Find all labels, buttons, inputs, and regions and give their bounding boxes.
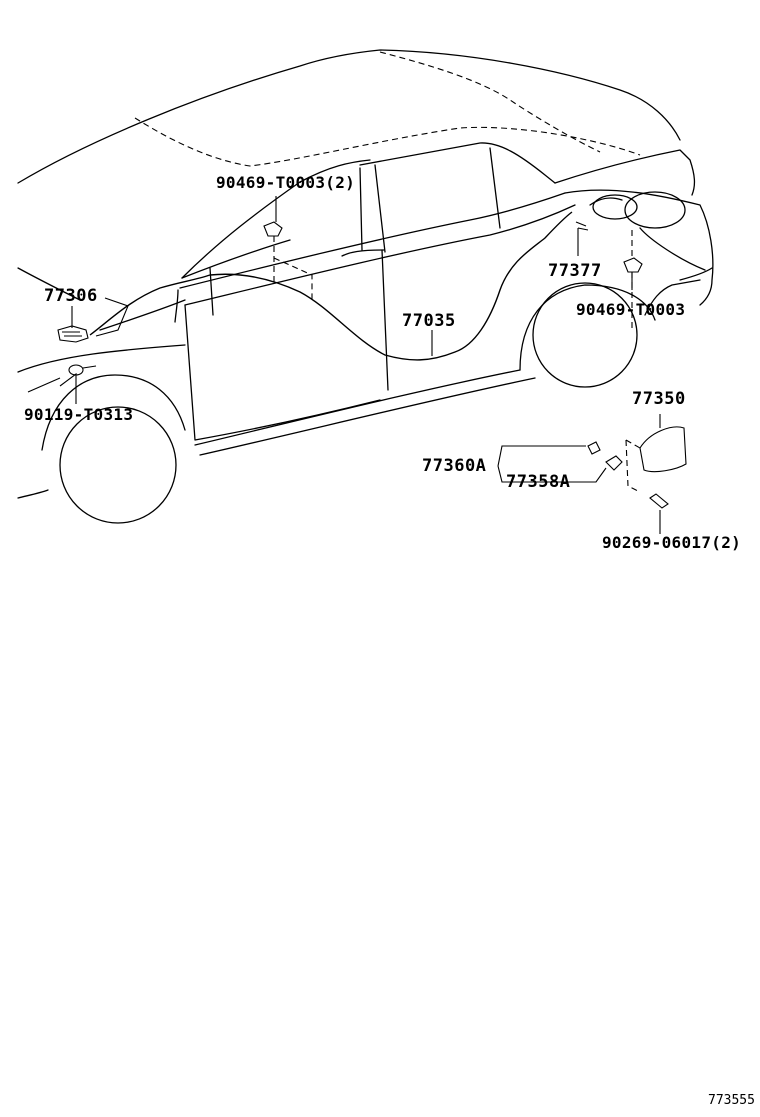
- label-90269-06017-2: 90269-06017(2): [602, 533, 741, 552]
- car-body-outline: [17, 49, 714, 524]
- fuel-lid-release-cable: [89, 211, 573, 361]
- assembly-dashed-lines: [273, 230, 633, 328]
- label-90119-t0313: 90119-T0313: [24, 405, 133, 424]
- fuel-filler-lid-part: [625, 426, 687, 493]
- label-77360a: 77360A: [422, 456, 486, 476]
- label-77377: 77377: [548, 261, 602, 281]
- rivet-part: [649, 493, 669, 509]
- clip-part-rear: [623, 257, 643, 273]
- label-77358a: 77358A: [506, 472, 570, 492]
- label-77306: 77306: [44, 286, 98, 306]
- label-77035: 77035: [402, 311, 456, 331]
- lid-opener-lever-part: [57, 325, 89, 343]
- hinge-part: [587, 441, 601, 455]
- clip-part-upper: [263, 221, 283, 237]
- reference-number: 773555: [708, 1093, 755, 1108]
- label-90469-t0003-2: 90469-T0003(2): [216, 173, 355, 192]
- bolt-part: [68, 364, 97, 376]
- leader-lines: [27, 196, 661, 534]
- label-90469-t0003: 90469-T0003: [576, 300, 685, 319]
- lock-spring-part: [575, 221, 589, 231]
- lid-spring-part: [605, 455, 623, 471]
- label-77350: 77350: [632, 389, 686, 409]
